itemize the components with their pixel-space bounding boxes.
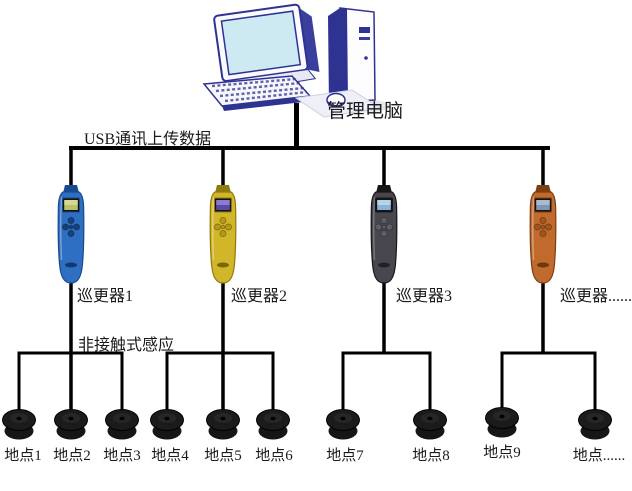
checkpoint-disc-1 [2, 409, 36, 440]
device-buttons [534, 217, 552, 237]
checkpoint-4-label: 地点4 [151, 448, 189, 464]
management-computer-graphic [202, 3, 391, 118]
device-3-label: 巡更器3 [396, 288, 453, 305]
patrol-device-2 [209, 185, 237, 284]
device-logo [217, 262, 229, 268]
computer-mouse [326, 92, 346, 108]
checkpoint-disc-7 [326, 409, 360, 440]
device-screen [64, 200, 78, 205]
device-screen [377, 200, 391, 205]
device-screen [536, 200, 550, 205]
computer-keyboard [202, 75, 312, 111]
sensing-label: 非接触式感应 [78, 337, 175, 354]
patrol-device-4 [529, 185, 557, 284]
device-4-label: 巡更器...... [560, 288, 632, 305]
device-logo [65, 262, 77, 268]
checkpoint-disc-10 [578, 409, 612, 440]
device-buttons [375, 217, 393, 237]
device-2-label: 巡更器2 [231, 288, 288, 305]
device-logo [537, 262, 549, 268]
checkpoint-2-label: 地点2 [53, 448, 91, 464]
checkpoint-disc-4 [150, 409, 184, 440]
device-body [370, 191, 398, 284]
device-body [209, 191, 237, 284]
checkpoint-disc-2 [54, 409, 88, 440]
checkpoint-disc-9 [485, 407, 519, 438]
checkpoint-disc-8 [413, 409, 447, 440]
usb-bus-label: USB通讯上传数据 [84, 131, 212, 148]
device-buttons [62, 217, 80, 237]
checkpoint-disc-6 [256, 409, 290, 440]
checkpoint-9-label: 地点9 [483, 445, 521, 461]
checkpoint-disc-3 [105, 409, 139, 440]
device-screen [216, 200, 230, 205]
patrol-device-1 [57, 185, 85, 284]
computer-monitor [213, 3, 320, 93]
device-logo [378, 262, 390, 268]
checkpoint-7-label: 地点7 [326, 448, 364, 464]
checkpoint-10-label: 地点...... [572, 448, 626, 464]
computer-tower [328, 7, 376, 108]
checkpoint-disc-5 [206, 409, 240, 440]
device-body [57, 191, 85, 284]
checkpoint-3-label: 地点3 [103, 448, 141, 464]
checkpoint-8-label: 地点8 [412, 448, 450, 464]
checkpoint-1-label: 地点1 [4, 448, 42, 464]
checkpoint-6-label: 地点6 [255, 448, 293, 464]
checkpoint-5-label: 地点5 [204, 448, 242, 464]
patrol-device-3 [370, 185, 398, 284]
device-body [529, 191, 557, 284]
computer-label: 管理电脑 [327, 101, 404, 122]
device-buttons [214, 217, 232, 237]
device-1-label: 巡更器1 [77, 288, 134, 305]
